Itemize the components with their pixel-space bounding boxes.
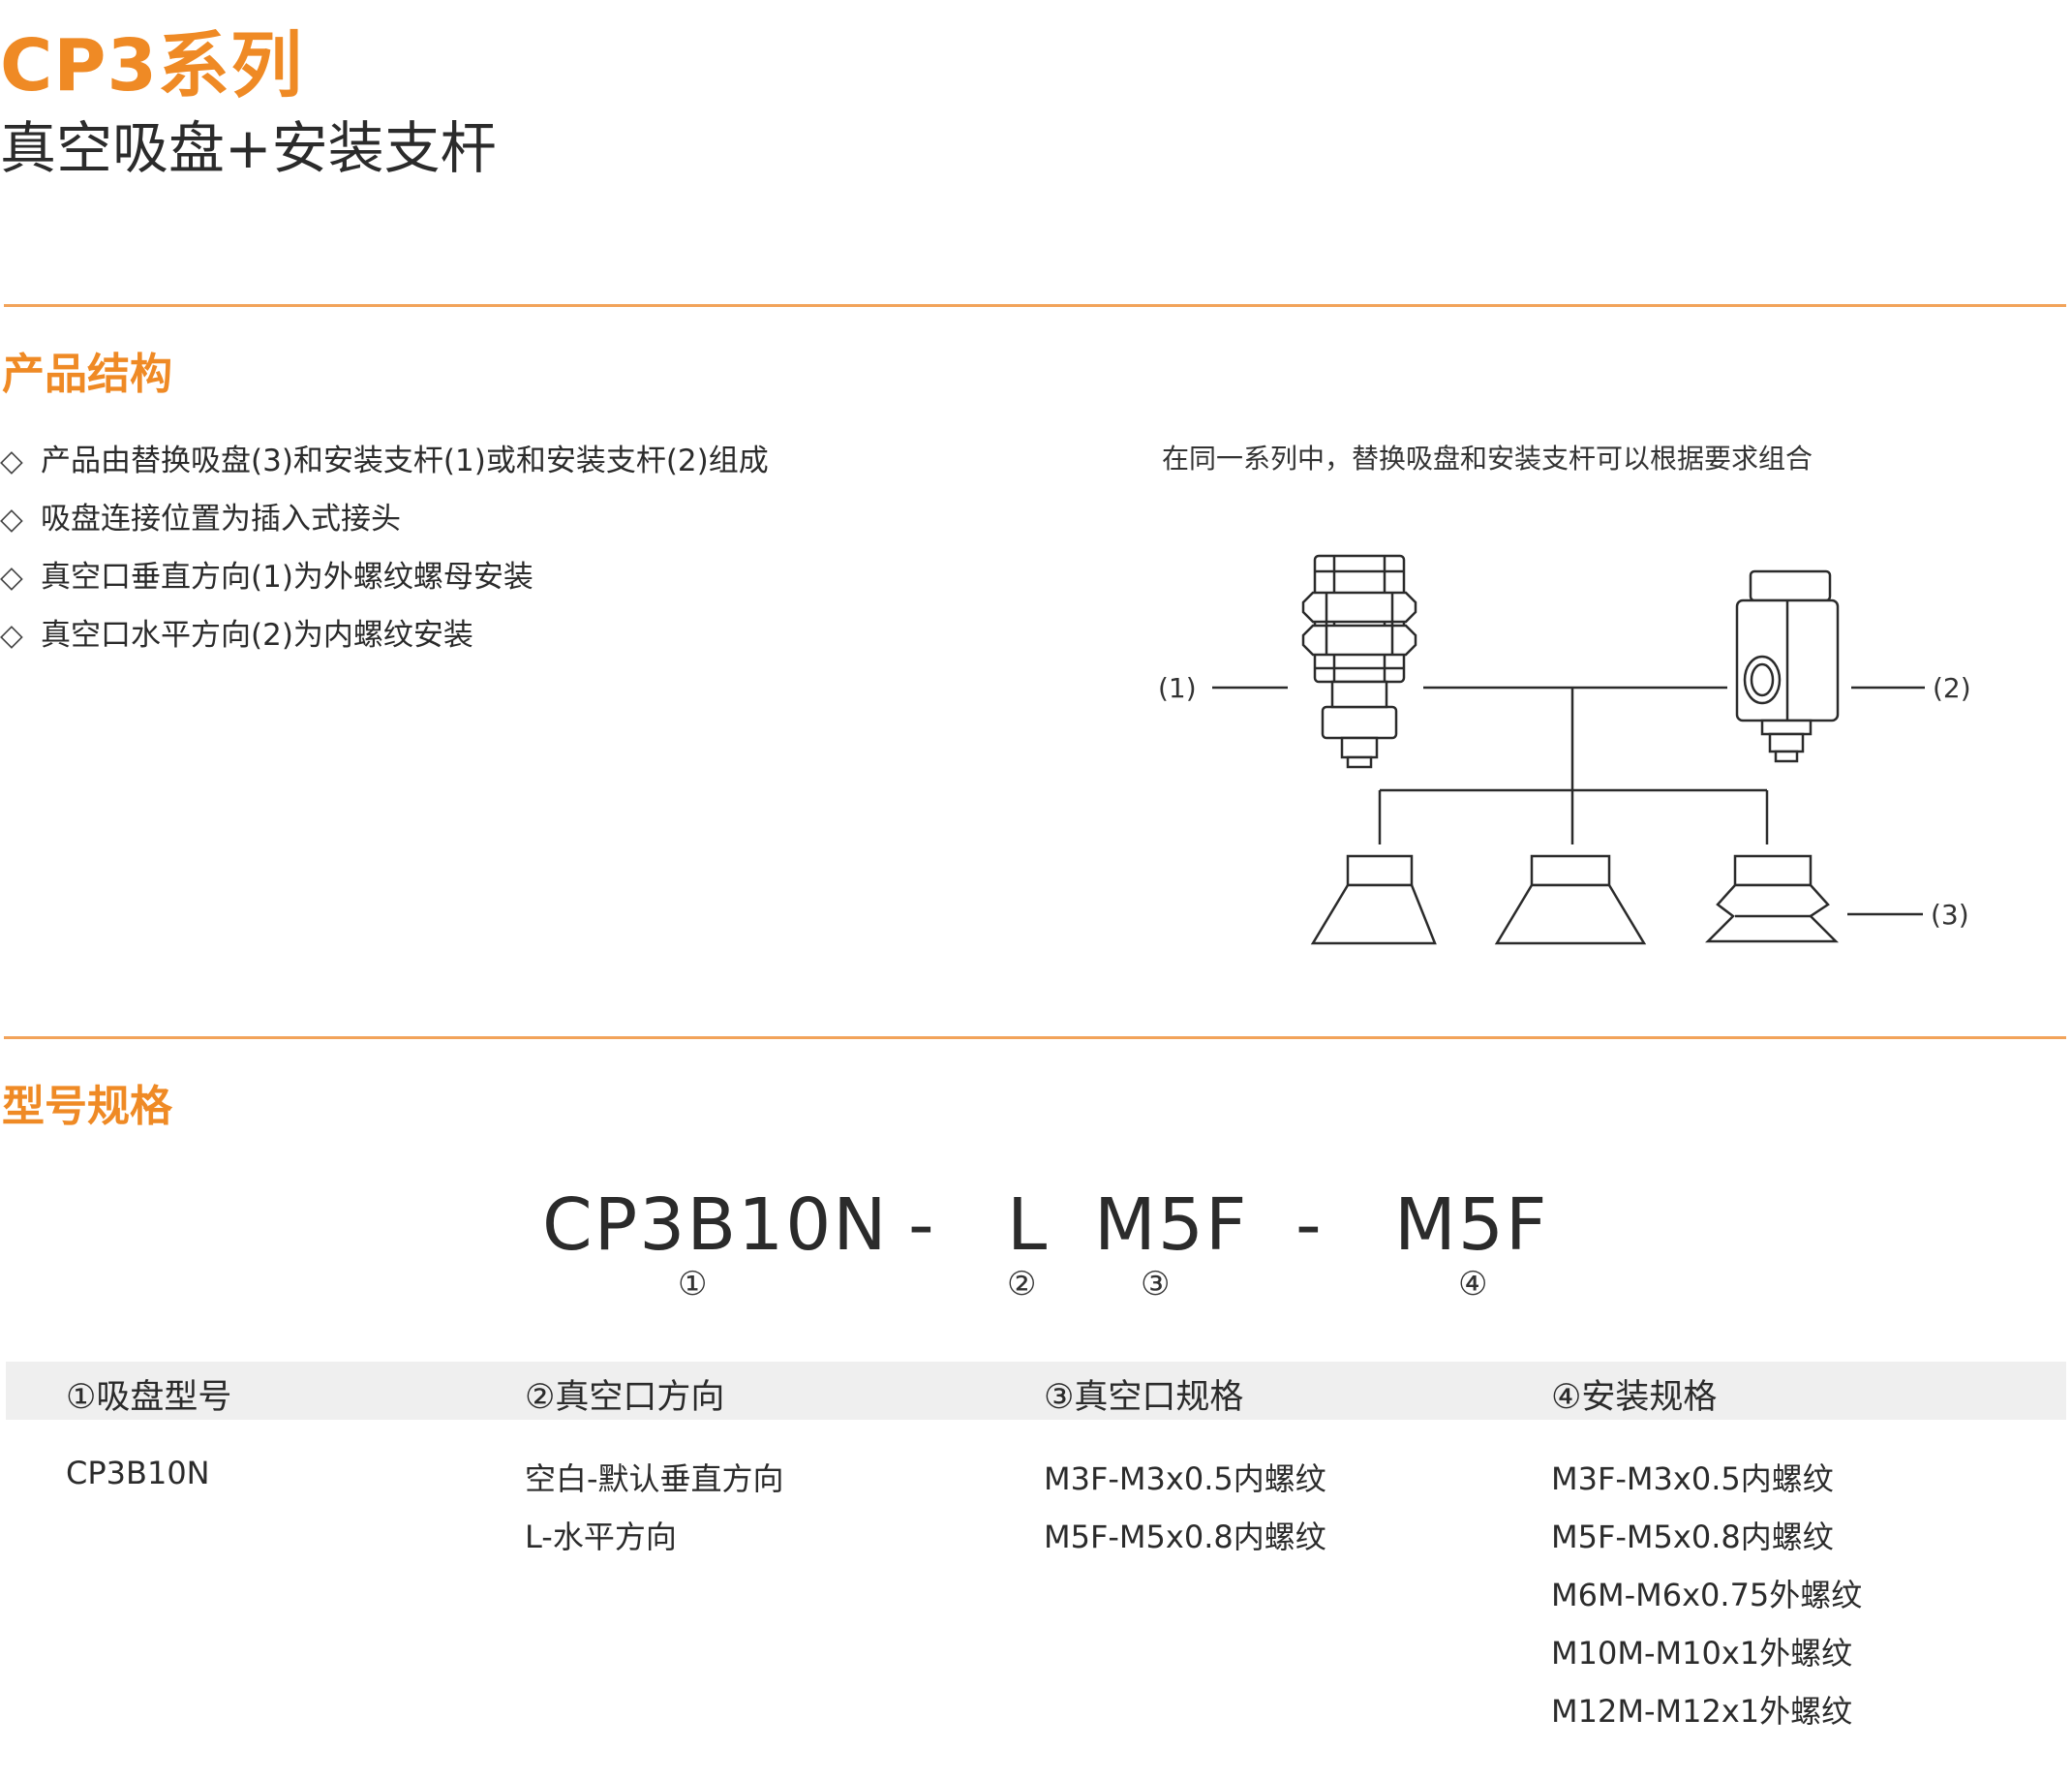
bullet-item: ◇吸盘连接位置为插入式接头 — [0, 490, 769, 548]
column-header-vacuum-port: ③真空口规格 — [1044, 1378, 1244, 1417]
model-code: CP3B10N - L M5F - M5F — [0, 1183, 2072, 1271]
section-title-structure: 产品结构 — [2, 350, 172, 399]
column-header-cup-model: ①吸盘型号 — [66, 1378, 232, 1417]
spec-cell: M6M-M6x0.75外螺纹 — [1551, 1577, 1863, 1613]
code-dash: - — [1295, 1183, 1324, 1267]
code-mark-4: ④ — [1458, 1265, 1488, 1304]
label-cup-3: (3) — [1931, 899, 1969, 931]
connector-lines — [1212, 686, 1925, 916]
spec-table-header — [6, 1362, 2066, 1420]
spec-cell: M3F-M3x0.5内螺纹 — [1551, 1460, 1834, 1497]
spec-cell: M5F-M5x0.8内螺纹 — [1044, 1519, 1326, 1555]
spec-cell: M5F-M5x0.8内螺纹 — [1551, 1519, 1834, 1555]
bellows-suction-cup — [1704, 854, 1840, 943]
diamond-icon: ◇ — [0, 444, 23, 478]
diamond-icon: ◇ — [0, 502, 23, 537]
section-divider-middle — [4, 1036, 2066, 1039]
bullet-item: ◇真空口水平方向(2)为内螺纹安装 — [0, 606, 769, 664]
label-rod-1: (1) — [1158, 672, 1197, 704]
flat-suction-cup — [1310, 854, 1437, 945]
spec-cell: M10M-M10x1外螺纹 — [1551, 1635, 1853, 1672]
wide-suction-cup — [1494, 854, 1647, 945]
section-title-model: 型号规格 — [2, 1082, 172, 1131]
code-part-direction: L — [1007, 1183, 1050, 1267]
horizontal-mount-rod — [1735, 569, 1840, 763]
code-mark-1: ① — [678, 1265, 708, 1304]
diagram-caption: 在同一系列中，替换吸盘和安装支杆可以根据要求组合 — [1162, 443, 1813, 475]
series-title: CP3系列 — [0, 24, 304, 107]
spec-cell: L-水平方向 — [525, 1519, 677, 1555]
structure-bullet-list: ◇产品由替换吸盘(3)和安装支杆(1)或和安装支杆(2)组成 ◇吸盘连接位置为插… — [0, 432, 769, 664]
code-dash: - — [908, 1183, 936, 1267]
code-part-cup-model: CP3B10N — [542, 1183, 889, 1267]
spec-cell: 空白-默认垂直方向 — [525, 1460, 784, 1497]
product-subtitle: 真空吸盘+安装支杆 — [0, 115, 497, 181]
code-mark-2: ② — [1007, 1265, 1037, 1304]
column-header-mounting: ④安装规格 — [1551, 1378, 1718, 1417]
spec-cell: CP3B10N — [66, 1455, 210, 1491]
bullet-item: ◇真空口垂直方向(1)为外螺纹螺母安装 — [0, 548, 769, 606]
code-part-mounting: M5F — [1394, 1183, 1549, 1267]
diamond-icon: ◇ — [0, 618, 23, 653]
section-divider-top — [4, 304, 2066, 307]
vertical-mount-rod — [1301, 554, 1417, 769]
column-header-direction: ②真空口方向 — [525, 1378, 725, 1417]
code-mark-3: ③ — [1141, 1265, 1171, 1304]
assembly-diagram: (1) (2) (3) — [1158, 554, 1971, 945]
code-part-vacuum-port: M5F — [1094, 1183, 1249, 1267]
spec-cell: M3F-M3x0.5内螺纹 — [1044, 1460, 1326, 1497]
spec-cell: M12M-M12x1外螺纹 — [1551, 1693, 1853, 1730]
diamond-icon: ◇ — [0, 560, 23, 595]
label-rod-2: (2) — [1933, 672, 1971, 704]
bullet-item: ◇产品由替换吸盘(3)和安装支杆(1)或和安装支杆(2)组成 — [0, 432, 769, 490]
